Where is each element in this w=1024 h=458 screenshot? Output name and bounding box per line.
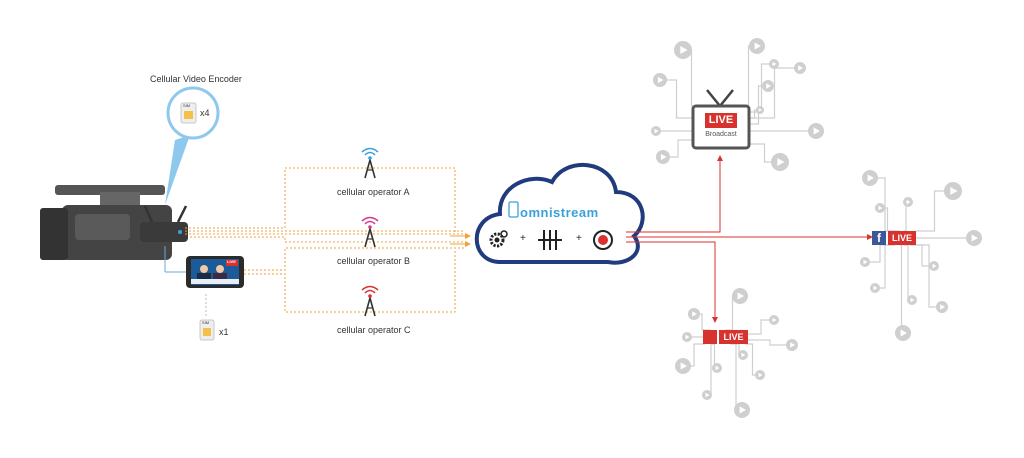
cell-tower-icon <box>361 216 379 248</box>
play-node-icon <box>656 139 693 164</box>
play-node-icon <box>745 343 765 380</box>
youtube-live-badge: LIVE <box>723 332 744 342</box>
encoder-sim-count: x4 <box>200 108 210 118</box>
viewer-network-nodes <box>651 38 982 418</box>
play-node-icon <box>862 170 900 232</box>
plus-sign-1: + <box>520 233 526 244</box>
play-node-icon <box>674 41 700 107</box>
play-node-icon <box>916 244 948 313</box>
cell-towers <box>361 147 379 317</box>
play-node-icon <box>870 244 895 293</box>
facebook-live-icon <box>872 231 916 245</box>
play-node-icon <box>725 288 748 331</box>
facebook-live-badge: LIVE <box>891 233 912 243</box>
play-node-icon <box>749 59 779 113</box>
play-node-icon <box>749 106 764 119</box>
play-node-icon <box>749 80 774 125</box>
play-node-icon <box>651 126 693 136</box>
play-node-icon <box>749 62 806 119</box>
play-node-icon <box>688 308 710 331</box>
encoder-label: Cellular Video Encoder <box>150 74 242 84</box>
play-node-icon <box>749 123 824 139</box>
play-node-icon <box>903 197 913 232</box>
phone-sim-text: SIM <box>202 320 210 325</box>
operator-b-label: cellular operator B <box>337 256 411 266</box>
omnistream-brand: omnistream <box>520 205 599 220</box>
play-node-icon <box>675 343 705 374</box>
play-node-icon <box>749 143 789 171</box>
play-node-icon <box>860 244 895 267</box>
play-node-icon <box>748 339 798 351</box>
play-node-icon <box>916 182 962 232</box>
operator-c-label: cellular operator C <box>337 325 411 335</box>
play-node-icon <box>653 73 693 119</box>
play-node-icon <box>910 244 939 271</box>
phone-live-badge: LIVE <box>227 259 236 264</box>
play-node-icon <box>748 315 779 335</box>
play-node-icon <box>712 343 722 373</box>
video-camera-icon <box>40 185 172 260</box>
play-node-icon <box>916 230 982 246</box>
cell-tower-icon <box>361 285 379 317</box>
downlink-paths <box>626 160 870 318</box>
play-node-icon <box>904 244 917 305</box>
broadcast-sub-label: Broadcast <box>705 131 737 138</box>
play-node-icon <box>682 332 703 342</box>
phone-sim-count: x1 <box>219 327 229 337</box>
phone-sim-icon <box>199 319 215 341</box>
smartphone-icon <box>186 256 244 288</box>
uplink-paths <box>185 167 465 313</box>
cellular-encoder-icon <box>140 205 188 242</box>
broadcast-live-badge: LIVE <box>708 114 734 126</box>
play-node-icon <box>702 343 715 400</box>
play-node-icon <box>735 343 748 360</box>
encoder-sim-callout <box>165 86 220 205</box>
plus-sign-2: + <box>576 233 582 244</box>
omnistream-cloud <box>474 162 645 265</box>
tv-broadcast-icon <box>691 89 751 150</box>
facebook-f-icon: f <box>877 231 881 245</box>
encoder-sim-text: SIM <box>183 103 191 108</box>
cell-tower-icon <box>361 147 379 179</box>
youtube-live-icon <box>703 330 748 344</box>
operator-a-label: cellular operator A <box>337 187 410 197</box>
